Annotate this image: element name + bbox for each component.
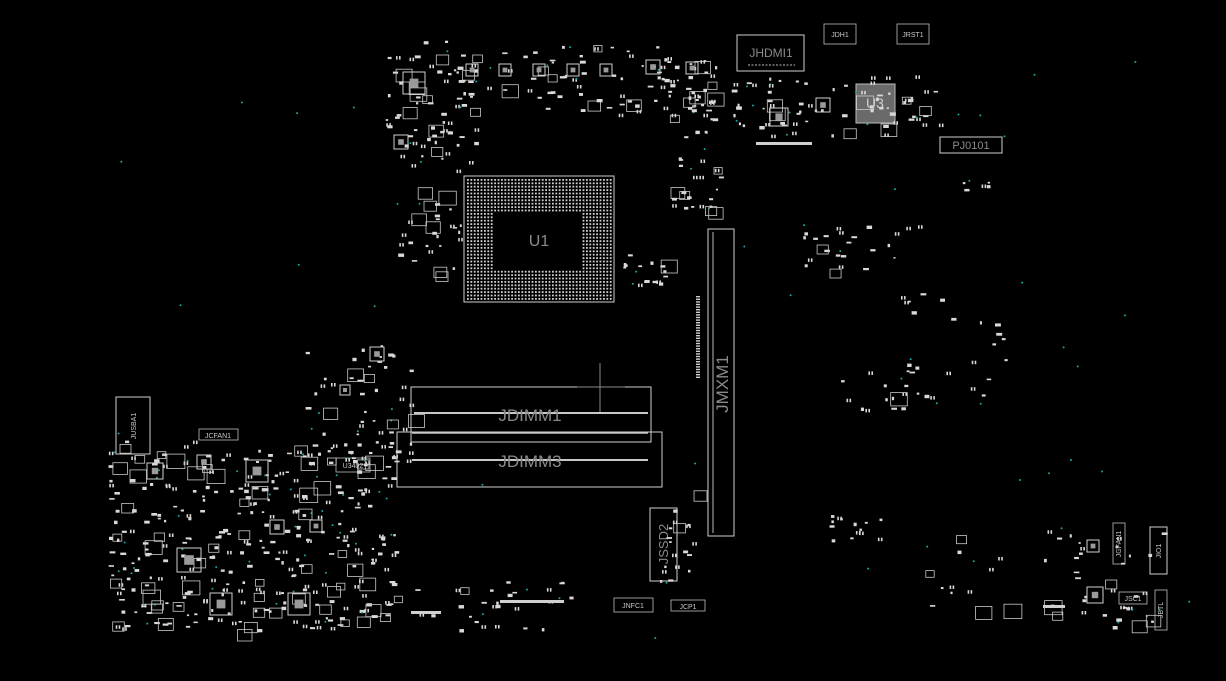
jdh1-connector[interactable]: JDH1 bbox=[823, 23, 857, 45]
u1-die-area bbox=[494, 216, 578, 266]
u1-ball-grid bbox=[467, 179, 612, 300]
jdimm3-label: JDIMM3 bbox=[498, 452, 561, 471]
jio1-label: JIO1 bbox=[1156, 544, 1163, 559]
jhdmi1-label: JHDMI1 bbox=[749, 46, 793, 60]
jnfc1-connector[interactable]: JNFC1 bbox=[613, 597, 654, 613]
jnfc1-label: JNFC1 bbox=[622, 603, 644, 610]
jcp1-label: JCP1 bbox=[679, 604, 696, 611]
jusba1-label: JUSBA1 bbox=[131, 413, 138, 440]
jio1-connector[interactable]: JIO1 bbox=[1149, 526, 1168, 575]
jdh1-label: JDH1 bbox=[831, 32, 849, 39]
jmxm1-connector[interactable]: JMXM1 bbox=[707, 228, 735, 537]
jmxm1-label: JMXM1 bbox=[713, 355, 732, 413]
crosshair-marker bbox=[577, 363, 625, 412]
jrst1-label: JRST1 bbox=[902, 32, 924, 39]
mxm-pin-column bbox=[696, 296, 700, 378]
jrst1-connector[interactable]: JRST1 bbox=[896, 23, 930, 45]
jdimm3-slot[interactable]: JDIMM3 bbox=[396, 431, 663, 488]
jgfan1-label: JGFAN1 bbox=[1116, 531, 1123, 558]
jcfan1-connector[interactable]: JCFAN1 bbox=[198, 428, 239, 441]
u1-label: U1 bbox=[529, 233, 550, 250]
pj0101-connector[interactable]: PJ0101 bbox=[939, 136, 1003, 154]
u3-chip[interactable]: U3 bbox=[855, 83, 896, 124]
jdimm1-label: JDIMM1 bbox=[498, 406, 561, 425]
jbtl-connector[interactable]: JBTL bbox=[1154, 589, 1168, 631]
jssd2-connector[interactable]: JSSD2 bbox=[649, 507, 678, 582]
u3402-label: U3402 bbox=[343, 463, 364, 470]
jbtl-label: JBTL bbox=[1158, 602, 1165, 618]
jgfan1-connector[interactable]: JGFAN1 bbox=[1112, 522, 1126, 565]
jusba1-connector[interactable]: JUSBA1 bbox=[115, 396, 151, 455]
u1-cpu-package[interactable]: U1 bbox=[463, 175, 615, 303]
jssd2-label: JSSD2 bbox=[656, 524, 671, 564]
smd-components bbox=[108, 40, 1191, 642]
jsc1-label: JSC1 bbox=[1124, 596, 1141, 603]
jcp1-connector[interactable]: JCP1 bbox=[670, 599, 706, 612]
jhdmi1-connector[interactable]: JHDMI1 bbox=[736, 34, 805, 72]
jsc1-connector[interactable]: JSC1 bbox=[1118, 591, 1148, 605]
pj0101-label: PJ0101 bbox=[952, 140, 989, 152]
jcfan1-label: JCFAN1 bbox=[205, 433, 231, 440]
